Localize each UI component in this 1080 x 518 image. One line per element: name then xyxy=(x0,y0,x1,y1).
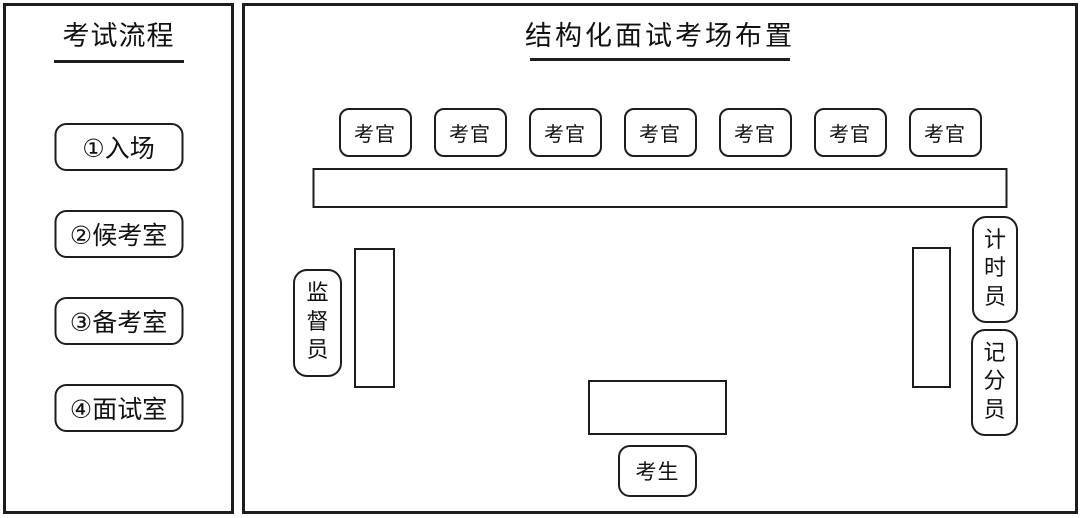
right-side-table xyxy=(912,247,951,388)
step-waiting-room: ②候考室 xyxy=(54,210,183,258)
examiner-seat-label: 考官 xyxy=(829,122,871,146)
examiner-seat: 考官 xyxy=(908,108,982,157)
exam-process-panel: 考试流程 ①入场 ②候考室 ③备考室 ④面试室 xyxy=(3,3,234,514)
room-layout-title: 结构化面试考场布置 xyxy=(525,21,795,52)
interview-room-layout-panel: 结构化面试考场布置 考官 考官 考官 考官 考官 考官 考官 监督员 计时员 记… xyxy=(242,3,1078,514)
examiner-seat: 考官 xyxy=(718,108,792,157)
scorer-label: 记分员 xyxy=(983,340,1006,423)
timekeeper-seat: 计时员 xyxy=(972,216,1018,323)
candidate-seat: 考生 xyxy=(618,445,697,497)
examiner-seat-row: 考官 考官 考官 考官 考官 考官 考官 xyxy=(245,108,1075,157)
examiner-seat-label: 考官 xyxy=(924,122,966,146)
examiner-seat: 考官 xyxy=(623,108,697,157)
left-side-table xyxy=(354,248,395,388)
step-interview-room-label: ④面试室 xyxy=(69,395,168,424)
examiner-seat-label: 考官 xyxy=(449,122,491,146)
step-enter-label: ①入场 xyxy=(82,134,155,163)
scorer-seat: 记分员 xyxy=(971,329,1018,436)
examiner-seat: 考官 xyxy=(528,108,602,157)
examiner-seat-label: 考官 xyxy=(544,122,586,146)
supervisor-label: 监督员 xyxy=(306,281,329,364)
examiner-table xyxy=(312,168,1008,208)
step-enter: ①入场 xyxy=(54,123,183,171)
room-layout-title-underline xyxy=(530,58,790,61)
step-preparation-room-label: ③备考室 xyxy=(69,308,168,337)
examiner-seat-label: 考官 xyxy=(639,122,681,146)
examiner-seat: 考官 xyxy=(338,108,412,157)
step-waiting-room-label: ②候考室 xyxy=(69,221,168,250)
examiner-seat-label: 考官 xyxy=(354,122,396,146)
exam-process-title-underline xyxy=(53,60,184,63)
step-interview-room: ④面试室 xyxy=(54,384,183,432)
exam-process-title: 考试流程 xyxy=(62,21,175,52)
examiner-seat-label: 考官 xyxy=(734,122,776,146)
candidate-label: 考生 xyxy=(635,460,680,484)
examiner-seat: 考官 xyxy=(813,108,887,157)
timekeeper-label: 计时员 xyxy=(983,227,1006,310)
examiner-seat: 考官 xyxy=(433,108,507,157)
supervisor-seat: 监督员 xyxy=(293,269,342,377)
candidate-table xyxy=(588,380,727,435)
step-preparation-room: ③备考室 xyxy=(54,297,183,345)
